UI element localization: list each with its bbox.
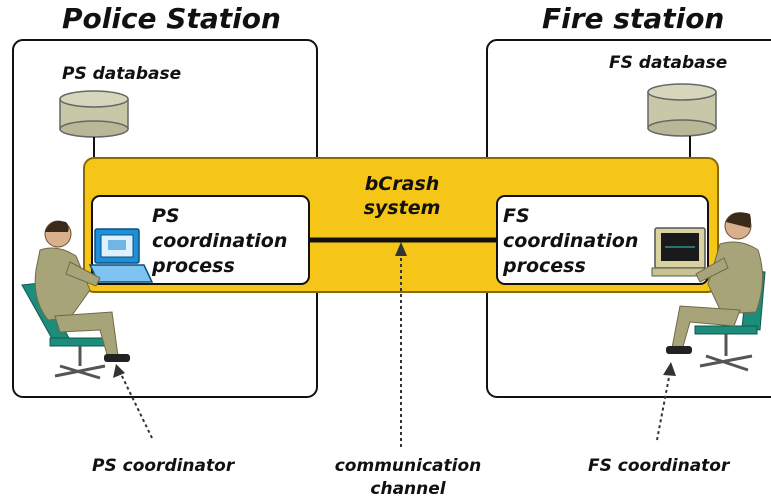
ps-database-icon [59,90,129,138]
fs-process-line1: FS [503,205,530,227]
channel-label-line2: channel [370,479,446,499]
ps-process-line1: PS [152,205,180,227]
fs-database-icon [647,83,717,137]
fs-coordinator-pointer [656,362,676,441]
ps-coordinator-figure [21,220,130,380]
fs-process-line3: process [502,255,586,277]
ps-process-line3: process [151,255,235,277]
fs-process-line2: coordination [503,230,638,252]
police-station-title: Police Station [62,2,281,35]
ps-coordinator-pointer [113,364,153,439]
ps-laptop-icon [88,228,154,283]
fs-monitor-icon [651,227,711,277]
fs-database-label: FS database [609,53,727,73]
channel-label-line1: communication [335,456,482,476]
ps-database-label: PS database [62,64,181,84]
fs-coordinator-label: FS coordinator [588,456,731,476]
ps-coordinator-label: PS coordinator [92,456,236,476]
system-label-line2: system [364,197,441,219]
ps-process-line2: coordination [152,230,287,252]
fire-station-title: Fire station [542,2,724,35]
fs-coordinator-figure [666,212,766,372]
channel-pointer-arrow [395,242,407,447]
system-label-line1: bCrash [365,173,440,195]
